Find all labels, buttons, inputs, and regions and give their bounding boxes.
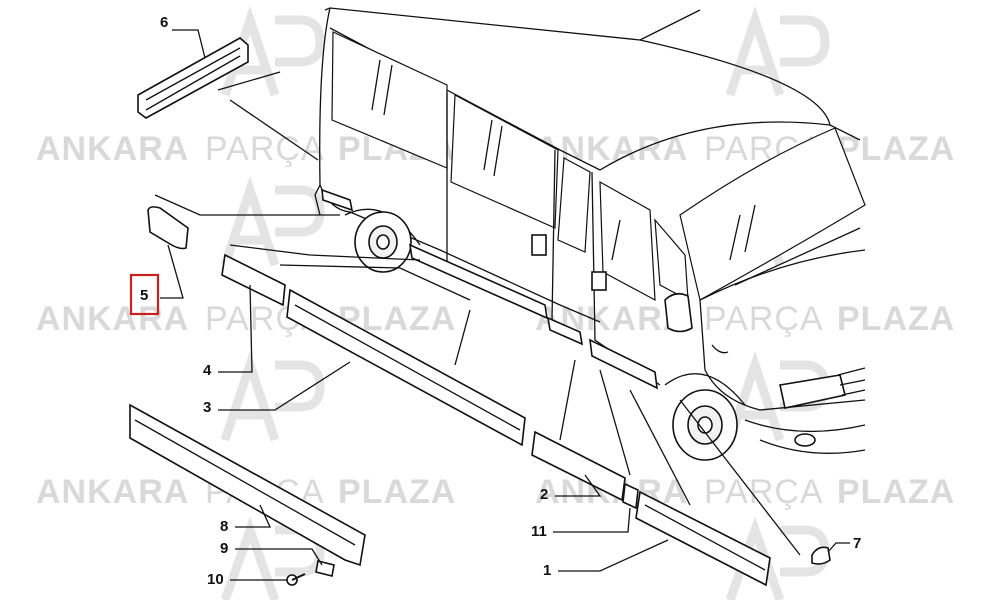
- svg-text:PLAZA: PLAZA: [837, 300, 955, 338]
- svg-text:9: 9: [220, 540, 228, 557]
- svg-text:3: 3: [203, 399, 211, 416]
- callout-5: 5: [129, 244, 184, 316]
- part-9-clip: [315, 560, 335, 577]
- callout-5-highlight: [129, 273, 160, 316]
- van-illustration: [314, 7, 866, 461]
- svg-text:ANKARA: ANKARA: [535, 130, 688, 168]
- quarter-glass: [654, 218, 689, 302]
- watermark-layer: ANKARA PARÇA PLAZA ANKARA PARÇA PLAZA AN…: [36, 5, 955, 600]
- part-8-sill-strip: [129, 403, 366, 567]
- part-3-long-strip: [286, 288, 526, 447]
- callout-4: 4: [203, 284, 253, 379]
- assembly-lines: [154, 71, 801, 556]
- part-6-rear-trim: [137, 37, 249, 119]
- van-rear-corner-strip: [321, 188, 354, 212]
- svg-text:PLAZA: PLAZA: [338, 473, 456, 511]
- exploded-parts: [129, 37, 831, 587]
- callout-1: 1: [543, 539, 669, 579]
- svg-text:PARÇA: PARÇA: [704, 473, 824, 511]
- sliding-door-window: [557, 157, 591, 253]
- svg-text:2: 2: [540, 486, 548, 503]
- part-11-joint: [622, 482, 639, 510]
- callout-8: 8: [220, 504, 272, 535]
- van-side-strip-rear: [408, 243, 549, 320]
- svg-text:5: 5: [140, 287, 148, 304]
- svg-text:7: 7: [853, 535, 861, 552]
- watermark-row-2: ANKARA PARÇA PLAZA ANKARA PARÇA PLAZA: [36, 300, 955, 338]
- cab-door-handle: [591, 271, 607, 291]
- part-2-door-strip: [531, 430, 626, 502]
- svg-text:PLAZA: PLAZA: [837, 473, 955, 511]
- van-side-strip-door: [546, 316, 584, 346]
- watermark-row-1: ANKARA PARÇA PLAZA ANKARA PARÇA PLAZA: [36, 130, 955, 168]
- windshield: [679, 127, 866, 301]
- svg-text:6: 6: [160, 14, 168, 31]
- svg-text:4: 4: [203, 362, 212, 379]
- fog-light: [794, 433, 816, 447]
- svg-text:10: 10: [207, 571, 224, 588]
- svg-text:ANKARA: ANKARA: [36, 473, 189, 511]
- svg-text:ANKARA: ANKARA: [36, 130, 189, 168]
- callout-6: 6: [160, 14, 206, 59]
- svg-text:11: 11: [531, 523, 547, 540]
- callout-7: 7: [827, 535, 861, 553]
- rear-wheel: [344, 208, 421, 273]
- svg-text:PARÇA: PARÇA: [704, 300, 824, 338]
- part-7-plug: [811, 546, 831, 565]
- svg-text:PLAZA: PLAZA: [837, 130, 955, 168]
- part-5-corner-cap: [147, 206, 189, 250]
- callout-11: 11: [531, 507, 631, 540]
- callout-9: 9: [220, 540, 323, 566]
- callout-3: 3: [203, 361, 351, 416]
- svg-text:ANKARA: ANKARA: [36, 300, 189, 338]
- svg-text:PARÇA: PARÇA: [205, 130, 325, 168]
- front-wheel: [664, 373, 746, 461]
- callout-2: 2: [540, 474, 602, 503]
- middle-side-window: [450, 94, 559, 229]
- part-4-rear-strip: [221, 253, 286, 307]
- callout-10: 10: [207, 571, 287, 588]
- cab-door-window: [599, 180, 656, 302]
- van-side-strip-front: [589, 338, 658, 390]
- svg-text:8: 8: [220, 518, 228, 535]
- side-mirror: [664, 292, 693, 333]
- watermark-row-3: ANKARA PARÇA PLAZA ANKARA PARÇA PLAZA: [36, 473, 955, 511]
- part-1-front-strip: [635, 490, 771, 587]
- sliding-door-handle: [531, 234, 547, 256]
- svg-text:1: 1: [543, 562, 551, 579]
